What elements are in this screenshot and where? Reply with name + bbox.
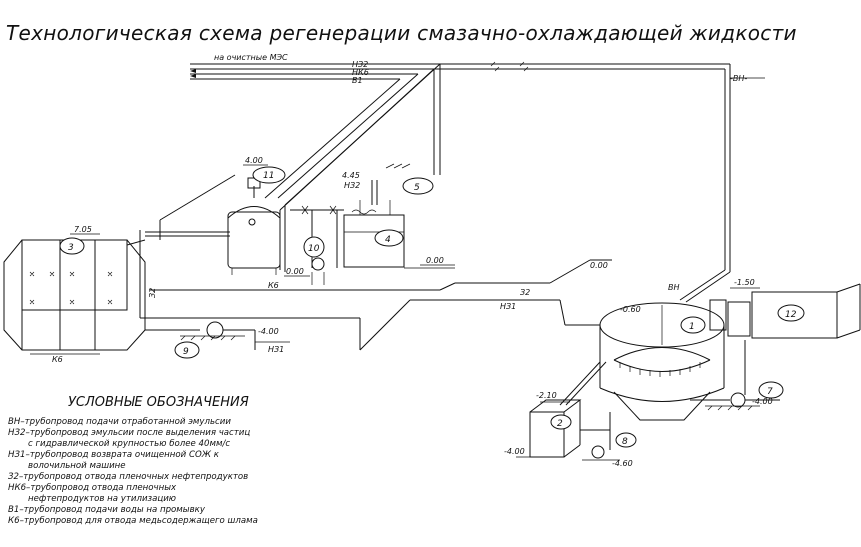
diagram-title: Технологическая схема регенерации смазач… — [6, 21, 797, 45]
legend: УСЛОВНЫЕ ОБОЗНАЧЕНИЯ ВН–трубопровод пода… — [8, 395, 258, 526]
unit-2 — [516, 361, 637, 461]
pipe-11-to-4 — [290, 205, 344, 268]
equipment-5-label: 5 — [414, 183, 420, 193]
vessel-11 — [227, 166, 286, 275]
legend-item: В1–трубопровод подачи воды на промывку — [8, 505, 206, 515]
top-pipelines — [190, 61, 765, 80]
dest-label: на очистные МЭС — [214, 53, 288, 62]
tank-4 — [343, 163, 434, 268]
k6-left-label: К6 — [52, 355, 63, 364]
level-400-2: -4.00 — [504, 447, 525, 456]
diagonal-pipes — [159, 63, 441, 272]
legend-item: З2–трубопровод отвода пленочных нефтепро… — [8, 472, 248, 482]
equipment-9-label: 9 — [183, 347, 189, 357]
nz2-mid-label: НЗ2 — [344, 181, 360, 190]
equipment-7-label: 7 — [767, 387, 773, 397]
settler-3 — [3, 230, 230, 351]
level-400-7: -4.00 — [752, 397, 773, 406]
tank-1 — [599, 299, 751, 421]
box-12 — [751, 283, 861, 339]
legend-item: волочильной машине — [28, 461, 126, 471]
legend-item: нефтепродуктов на утилизацию — [28, 494, 176, 504]
level-460: -4.60 — [612, 459, 633, 468]
k6-mid-label: К6 — [268, 281, 279, 290]
legend-item: НЗ2–трубопровод эмульсии после выделения… — [8, 428, 250, 438]
equipment-10-label: 10 — [308, 244, 320, 254]
legend-item: К6–трубопровод для отвода медьсодержащег… — [8, 516, 258, 526]
z2-mid-label: З2 — [520, 288, 530, 297]
equipment-11-label: 11 — [263, 171, 274, 181]
vn-label-mid: ВН — [668, 283, 680, 292]
level-400-9: -4.00 — [258, 327, 279, 336]
pipes-z2-nz1 — [140, 259, 612, 351]
level-000-a: 0.00 — [286, 267, 304, 276]
equipment-12-label: 12 — [785, 310, 797, 320]
nz1-mid-label: НЗ1 — [500, 302, 516, 311]
equipment-1-label: 1 — [689, 322, 695, 332]
nz1-9-label: НЗ1 — [268, 345, 284, 354]
pipe-code-nz2: НЗ2 — [352, 60, 368, 69]
vn-label-right: -ВН- — [730, 74, 747, 83]
equipment-4-label: 4 — [385, 235, 391, 245]
legend-title: УСЛОВНЫЕ ОБОЗНАЧЕНИЯ — [68, 395, 249, 410]
vn-riser — [679, 64, 731, 303]
equipment-2-label: 2 — [557, 419, 563, 429]
level-445: 4.45 — [342, 171, 360, 180]
pump-10 — [303, 236, 325, 285]
pump-9 — [145, 321, 256, 359]
level-210: -2.10 — [536, 391, 557, 400]
legend-item: НЗ1–трубопровод возврата очищенной СОЖ к — [8, 450, 220, 460]
level-400-top: 4.00 — [245, 156, 263, 165]
equipment-3-label: 3 — [68, 243, 74, 253]
legend-item: НК6–трубопровод отвода пленочных — [8, 483, 177, 493]
equipment-8-label: 8 — [622, 437, 628, 447]
level-000-b: 0.00 — [426, 256, 444, 265]
level-705: 7.05 — [74, 225, 92, 234]
legend-item: ВН–трубопровод подачи отработанной эмуль… — [8, 417, 231, 427]
level-150: -1.50 — [734, 278, 755, 287]
pipe-code-v1: В1 — [352, 76, 363, 85]
pump-7 — [690, 340, 784, 411]
level-000-c: 0.00 — [590, 261, 608, 270]
pipe-code-nk6: НК6 — [352, 68, 369, 77]
level-060: -0.60 — [620, 305, 641, 314]
legend-item: с гидравлической крупностью более 40мм/с — [28, 439, 230, 449]
z2-left-label: З2 — [148, 288, 157, 298]
